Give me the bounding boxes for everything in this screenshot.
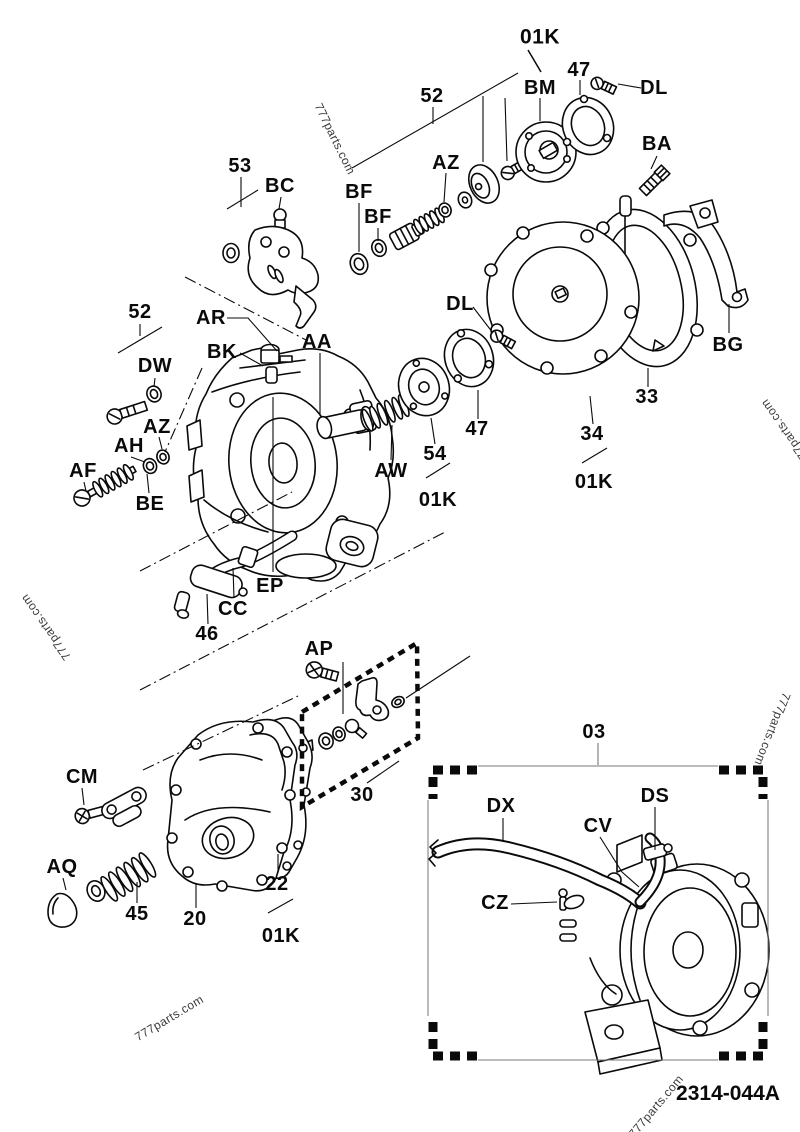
cover-20 bbox=[166, 718, 298, 892]
spring-45 bbox=[47, 852, 157, 928]
label-cc: CC bbox=[218, 598, 248, 620]
label-52-left: 52 bbox=[128, 301, 152, 323]
label-bm: BM bbox=[523, 77, 557, 99]
label-bg: BG bbox=[712, 334, 744, 356]
label-34: 34 bbox=[580, 423, 604, 445]
label-01k-34: 01K bbox=[574, 471, 614, 493]
pump-cover-34 bbox=[484, 221, 640, 375]
label-22: 22 bbox=[265, 873, 289, 895]
aw-spring bbox=[361, 394, 410, 432]
label-33: 33 bbox=[635, 386, 659, 408]
kit-box-30 bbox=[299, 639, 421, 811]
label-dl-top: DL bbox=[640, 77, 668, 99]
label-ah: AH bbox=[114, 435, 144, 457]
label-aq: AQ bbox=[46, 856, 78, 878]
label-ds: DS bbox=[640, 785, 670, 807]
diaphragm-54 bbox=[397, 357, 451, 417]
cm-screw-and-link bbox=[74, 786, 147, 828]
dl-screw-mid bbox=[489, 329, 517, 350]
dl-screw-top bbox=[590, 76, 618, 95]
label-46: 46 bbox=[195, 623, 219, 645]
label-01k-22: 01K bbox=[261, 925, 301, 947]
petcock-53 bbox=[222, 208, 320, 329]
label-01k-54: 01K bbox=[418, 489, 458, 511]
label-03: 03 bbox=[582, 721, 606, 743]
gasket-47-top bbox=[561, 94, 615, 156]
label-30: 30 bbox=[350, 784, 374, 806]
valve-orings-and-jet bbox=[349, 158, 528, 276]
label-az-top: AZ bbox=[432, 152, 460, 174]
label-47-mid: 47 bbox=[465, 418, 489, 440]
label-47-top: 47 bbox=[567, 59, 591, 81]
main-body bbox=[186, 343, 395, 582]
label-ar: AR bbox=[196, 307, 226, 329]
label-dw: DW bbox=[137, 355, 173, 377]
valve-disc bbox=[467, 164, 501, 204]
label-01k-top: 01K bbox=[519, 25, 561, 49]
label-dl-mid: DL bbox=[446, 293, 474, 315]
ba-bolt bbox=[638, 164, 671, 197]
bg-bracket bbox=[663, 199, 749, 309]
label-ap: AP bbox=[304, 638, 334, 660]
label-bk: BK bbox=[207, 341, 237, 363]
label-bc: BC bbox=[265, 175, 295, 197]
label-45: 45 bbox=[125, 903, 149, 925]
axis-lines bbox=[139, 276, 448, 771]
label-az-left: AZ bbox=[143, 416, 171, 438]
figure-code: 2314-044A bbox=[676, 1082, 780, 1105]
assembly-box-03 bbox=[427, 765, 769, 1061]
label-dx: DX bbox=[486, 795, 516, 817]
label-aw: AW bbox=[374, 460, 408, 482]
label-aa: AA bbox=[302, 331, 332, 353]
bm-diaphragm-cover bbox=[515, 121, 577, 183]
label-be: BE bbox=[135, 493, 165, 515]
label-53: 53 bbox=[228, 155, 252, 177]
fuel-pump-assembly bbox=[428, 832, 770, 1075]
cc-hose-assembly bbox=[173, 530, 298, 619]
label-cv: CV bbox=[583, 815, 613, 837]
leader-lines bbox=[62, 49, 730, 914]
label-cm: CM bbox=[65, 766, 99, 788]
ap-screw bbox=[305, 661, 340, 682]
left-small-parts bbox=[73, 385, 170, 507]
label-52-top: 52 bbox=[420, 85, 444, 107]
label-cz: CZ bbox=[481, 892, 509, 914]
label-bf-1: BF bbox=[345, 181, 373, 203]
label-54: 54 bbox=[423, 443, 447, 465]
label-ba: BA bbox=[642, 133, 672, 155]
kit-30-parts bbox=[304, 677, 405, 754]
label-af: AF bbox=[69, 460, 97, 482]
label-ep: EP bbox=[256, 575, 284, 597]
label-20: 20 bbox=[183, 908, 207, 930]
valve-spring bbox=[413, 207, 445, 235]
gasket-47-mid bbox=[443, 328, 495, 388]
label-bf-2: BF bbox=[364, 206, 392, 228]
